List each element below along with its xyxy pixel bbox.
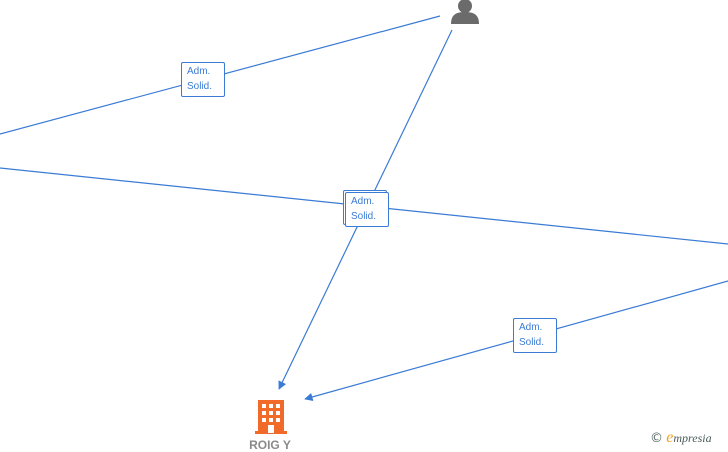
logo-wordmark: mpresia [673,431,712,445]
edge-label-line2: Solid. [187,81,213,92]
edge-label-line1: Adm. [187,66,211,77]
edge-label-line2: Solid. [351,211,377,222]
edge-label-line1: Adm. [351,196,375,207]
copyright-symbol: © [650,431,663,446]
edge-label-line1: Adm. [519,322,543,333]
edge-label-center[interactable]: Adm. Solid. [345,192,389,227]
company-node[interactable] [254,398,288,434]
person-node[interactable] [448,0,482,24]
company-name[interactable]: ROIG Y [249,438,291,452]
building-icon [255,400,287,434]
edge-label-bottom-right[interactable]: Adm. Solid. [513,318,557,353]
logo-e-letter: e [666,429,674,446]
edge-label-line2: Solid. [519,337,545,348]
person-icon [451,0,479,24]
edge-label-top-left[interactable]: Adm. Solid. [181,62,225,97]
empresia-logo: © empresia [650,429,712,447]
